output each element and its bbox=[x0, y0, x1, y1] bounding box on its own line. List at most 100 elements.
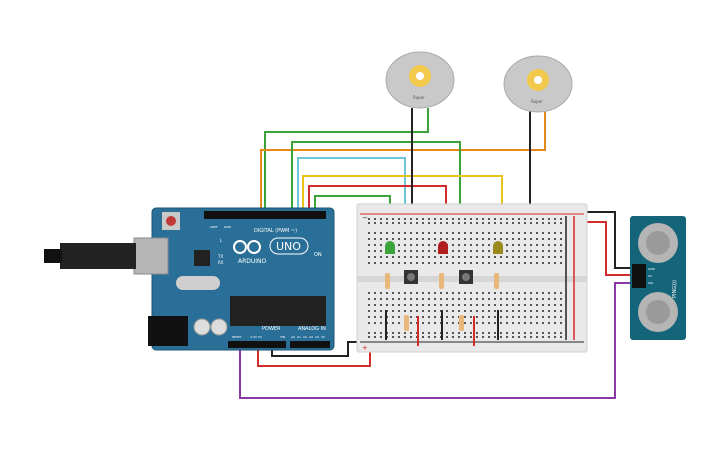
breadboard-hole bbox=[374, 250, 376, 252]
breadboard-hole bbox=[470, 304, 472, 306]
breadboard-hole bbox=[446, 238, 448, 240]
wire-yellow[interactable] bbox=[302, 175, 503, 212]
breadboard-hole bbox=[458, 256, 460, 258]
breadboard-hole bbox=[470, 262, 472, 264]
breadboard-hole bbox=[452, 310, 454, 312]
resistor[interactable] bbox=[459, 315, 464, 331]
breadboard-hole bbox=[470, 336, 472, 338]
breadboard-hole bbox=[446, 292, 448, 294]
breadboard-hole bbox=[470, 298, 472, 300]
breadboard-hole bbox=[542, 222, 544, 224]
wire-red-sensor[interactable] bbox=[572, 221, 632, 276]
breadboard-hole bbox=[410, 238, 412, 240]
led-green[interactable] bbox=[385, 241, 395, 254]
breadboard-hole bbox=[524, 238, 526, 240]
breadboard-hole bbox=[512, 262, 514, 264]
resistor[interactable] bbox=[385, 273, 390, 289]
breadboard-hole bbox=[410, 232, 412, 234]
crystal bbox=[176, 276, 220, 290]
pushbutton-1[interactable] bbox=[404, 270, 418, 284]
breadboard-hole bbox=[404, 262, 406, 264]
breadboard-hole bbox=[548, 316, 550, 318]
breadboard-hole bbox=[560, 298, 562, 300]
breadboard-hole bbox=[470, 222, 472, 224]
breadboard-hole bbox=[482, 262, 484, 264]
breadboard-hole bbox=[560, 238, 562, 240]
breadboard-holes bbox=[368, 218, 562, 338]
arduino-board[interactable]: ARDUINO UNO DIGITAL (PWM ~) POWER ANALOG… bbox=[44, 207, 335, 351]
breadboard-hole bbox=[440, 256, 442, 258]
breadboard-hole bbox=[374, 238, 376, 240]
breadboard-hole bbox=[404, 256, 406, 258]
wire-purple[interactable] bbox=[239, 282, 632, 399]
breadboard-hole bbox=[488, 292, 490, 294]
wire-orange-motor2[interactable] bbox=[260, 108, 546, 212]
breadboard-hole bbox=[422, 244, 424, 246]
breadboard-hole bbox=[392, 292, 394, 294]
breadboard-hole bbox=[452, 332, 454, 334]
breadboard-hole bbox=[386, 238, 388, 240]
dc-motor-1[interactable]: Ruper bbox=[385, 51, 455, 109]
breadboard-hole bbox=[374, 262, 376, 264]
breadboard-hole bbox=[416, 232, 418, 234]
breadboard-hole bbox=[386, 298, 388, 300]
led-yellow[interactable] bbox=[493, 241, 503, 254]
breadboard-hole bbox=[560, 218, 562, 220]
breadboard-hole bbox=[470, 250, 472, 252]
breadboard-hole bbox=[380, 232, 382, 234]
breadboard-hole bbox=[482, 222, 484, 224]
resistor[interactable] bbox=[494, 273, 499, 289]
breadboard-hole bbox=[470, 292, 472, 294]
breadboard-hole bbox=[554, 322, 556, 324]
breadboard-hole bbox=[422, 222, 424, 224]
breadboard-hole bbox=[446, 336, 448, 338]
breadboard-hole bbox=[392, 322, 394, 324]
breadboard-hole bbox=[446, 298, 448, 300]
analog-pin-label: A3 bbox=[309, 335, 313, 339]
wire-red-5v[interactable] bbox=[257, 346, 371, 367]
breadboard-hole bbox=[530, 304, 532, 306]
breadboard-hole bbox=[410, 222, 412, 224]
breadboard-hole bbox=[512, 244, 514, 246]
breadboard-hole bbox=[464, 298, 466, 300]
breadboard-hole bbox=[452, 316, 454, 318]
ultrasonic-sensor[interactable]: PING))) GND 5V SIG bbox=[630, 216, 686, 340]
breadboard-hole bbox=[524, 232, 526, 234]
wire-black-gnd[interactable] bbox=[271, 341, 370, 357]
breadboard-hole bbox=[374, 256, 376, 258]
breadboard-hole bbox=[482, 332, 484, 334]
breadboard-hole bbox=[476, 304, 478, 306]
breadboard-hole bbox=[446, 256, 448, 258]
wire-red-led[interactable] bbox=[308, 185, 447, 212]
wire-black-sensor[interactable] bbox=[570, 211, 632, 269]
breadboard-hole bbox=[434, 250, 436, 252]
breadboard-hole bbox=[518, 250, 520, 252]
breadboard-hole bbox=[548, 232, 550, 234]
breadboard-hole bbox=[500, 332, 502, 334]
breadboard-hole bbox=[488, 218, 490, 220]
breadboard-hole bbox=[476, 298, 478, 300]
breadboard-hole bbox=[554, 244, 556, 246]
breadboard-hole bbox=[482, 244, 484, 246]
breadboard-hole bbox=[500, 262, 502, 264]
breadboard-hole bbox=[512, 222, 514, 224]
breadboard-hole bbox=[446, 262, 448, 264]
resistor[interactable] bbox=[439, 273, 444, 289]
motor-label: Ruper bbox=[413, 95, 425, 100]
resistor[interactable] bbox=[404, 315, 409, 331]
led-red[interactable] bbox=[438, 241, 448, 254]
breadboard-hole bbox=[422, 336, 424, 338]
breadboard-hole bbox=[494, 218, 496, 220]
breadboard-hole bbox=[452, 292, 454, 294]
wire-green-motor1[interactable] bbox=[264, 108, 429, 212]
breadboard-hole bbox=[398, 232, 400, 234]
breadboard-hole bbox=[476, 218, 478, 220]
breadboard-hole bbox=[428, 298, 430, 300]
breadboard-hole bbox=[470, 218, 472, 220]
dc-motor-2[interactable]: Ruper bbox=[503, 55, 573, 113]
breadboard-hole bbox=[476, 250, 478, 252]
pushbutton-2[interactable] bbox=[459, 270, 473, 284]
breadboard-hole bbox=[518, 298, 520, 300]
breadboard-hole bbox=[488, 322, 490, 324]
